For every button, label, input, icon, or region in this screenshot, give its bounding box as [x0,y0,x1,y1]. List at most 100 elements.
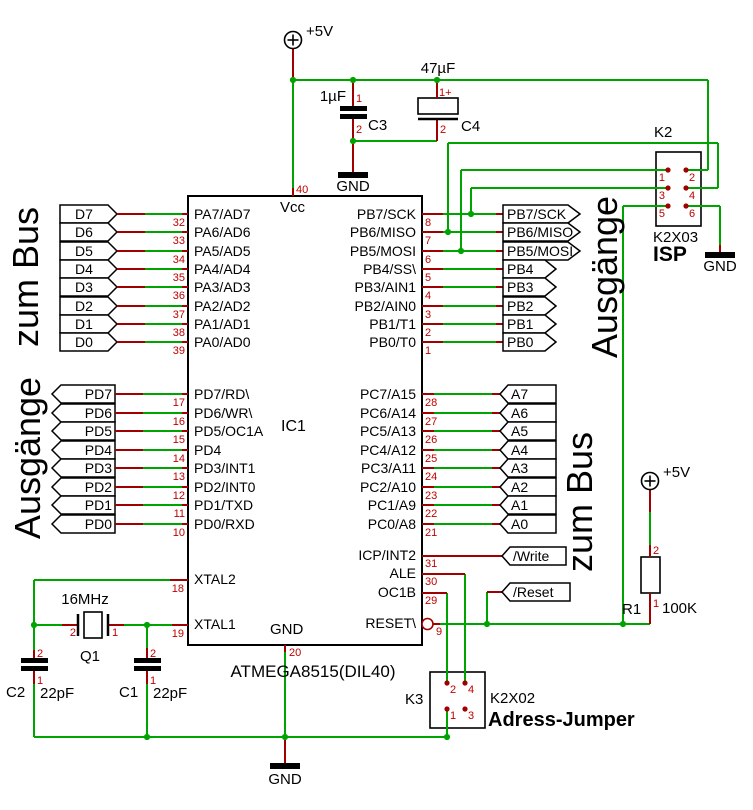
pd-flag [50,477,116,497]
a-bus-flag [498,421,557,441]
pb-flag [502,314,558,334]
bus-flag-d2 [59,296,119,316]
pin-number: 31 [425,558,437,570]
pin-number: 2 [70,627,76,639]
a-bus-flag [498,477,557,497]
pb-flag [502,241,582,261]
pb-flag [502,222,582,242]
c1-plate [134,666,161,671]
pin-number: 1 [150,675,156,687]
pb-flag [502,296,558,316]
reset-flag-label: /Reset [513,584,554,600]
pin-number: 35 [173,272,185,284]
ic-pin-name: PD7/RD\ [194,386,249,402]
pd-flag [50,403,116,423]
pin-number: 4 [468,684,474,696]
a-bus-flag-label: A5 [511,423,528,439]
pin-number: 3 [468,710,474,722]
pin-number: 27 [425,416,437,428]
pin-number: 12 [173,490,185,502]
pin-number: 16 [173,416,185,428]
bus-flag-label: D3 [75,279,93,295]
k3-ref: K3 [405,691,423,708]
junction-dot [349,137,357,145]
c3-ref: C3 [368,117,387,134]
pd-flag [50,495,116,515]
pd-flag-label: PD1 [85,497,112,513]
gnd-label: GND [703,258,737,275]
pb-flag-label: PB6/MISO [507,224,573,240]
a-bus-flag [498,514,557,534]
ic-pin-name: ICP/INT2 [358,547,416,563]
junction-dot [619,620,627,628]
pin-number: 15 [173,434,185,446]
junction-dot [444,228,452,236]
bus-flag-label: D2 [75,298,93,314]
c4-body [417,97,459,115]
ic-pin-name: PC7/A15 [360,386,416,402]
ic-pin-name: PA6/AD6 [194,224,251,240]
pin-number: 33 [173,235,185,247]
ic-pin-name: PB5/MOSI [350,243,416,259]
ic-pin-name: PC6/A14 [360,405,416,421]
pin-number: 14 [173,453,185,465]
c3-value: 1µF [320,88,346,105]
pb-flag [502,277,558,297]
ic-pin-name: PD6/WR\ [194,405,252,421]
bus-flag-d4 [59,259,119,279]
pin-number: 3 [425,309,431,321]
ic-pin-name: PA4/AD4 [194,261,251,277]
pb-flag-label: PB2 [507,298,534,314]
pin-number: 36 [173,290,185,302]
k2-isp-label: ISP [653,243,687,266]
pin-number: 11 [174,508,185,520]
pin-number: 17 [173,397,185,409]
annotation-ausgaenge-right: Ausgänge [584,196,625,358]
plus5v-label: +5V [663,464,690,481]
pin-number: 30 [425,576,437,588]
ic-vcc-label: Vcc [280,199,306,216]
c3-plate [340,106,367,111]
bus-flag-label: D4 [75,261,93,277]
pin-number: 3 [659,190,665,202]
junction-dot [443,733,451,741]
connector-pin-dot [683,185,689,191]
pin-number: 40 [296,184,308,196]
a-bus-flag-label: A6 [511,405,528,421]
ic-pin-name: PB2/AIN0 [355,298,417,314]
bus-flag-label: D6 [75,224,93,240]
annotation-ausgaenge-left: Ausgänge [7,377,48,539]
pb-flag-label: PB1 [507,316,534,332]
c2-plate [21,658,48,663]
ic-pin-name: PB0/T0 [369,334,416,350]
pin-number: 2 [450,684,456,696]
ic-pin-name: PD2/INT0 [194,479,256,495]
pb-flag-label: PB4 [507,261,534,277]
junction-dot [483,620,491,628]
pd-flag [50,458,116,478]
pb-flag [502,259,558,279]
pin-number: 4 [689,190,695,202]
pin-number: 5 [425,272,431,284]
ic-pin-name: PD4 [194,442,221,458]
ic-pin-name: PA0/AD0 [194,334,251,350]
pin-number: 1 [425,345,431,357]
ic-pin-name: OC1B [378,584,416,600]
pin-number: 2 [150,648,156,660]
pin-number: 1 [450,710,456,722]
ic-pin-name: PC0/A8 [368,516,416,532]
pd-flag [50,421,116,441]
pd-flag [50,514,116,534]
pin-number: 38 [173,327,185,339]
pin-number: 2 [653,545,659,557]
pd-flag-label: PD6 [85,405,112,421]
pin-number: 7 [425,235,431,247]
a-bus-flag-label: A2 [511,479,528,495]
bus-flag-label: D7 [75,206,93,222]
pb-flag [502,204,582,224]
pin-number: 8 [425,217,431,229]
annotation-zum-bus-right: zum Bus [559,432,600,572]
pin-number: 1 [659,172,665,184]
pin-number: 22 [425,508,437,520]
